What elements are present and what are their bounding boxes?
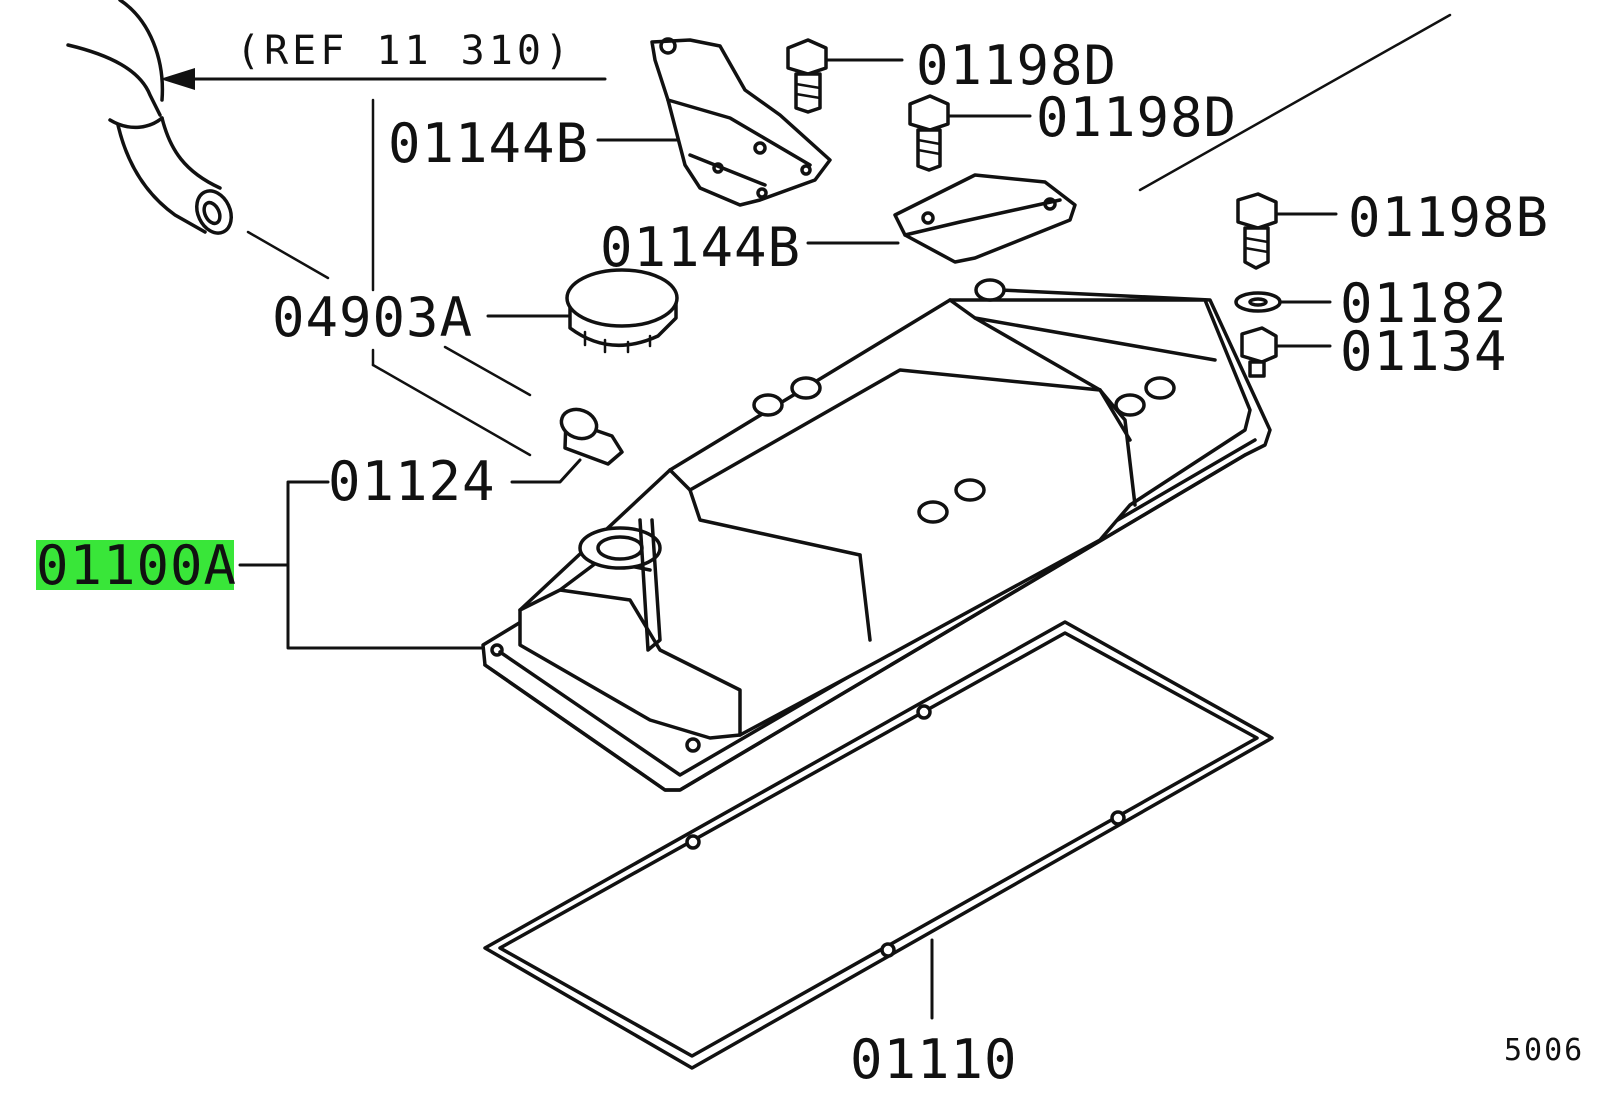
bolt-01198b-part — [1236, 192, 1278, 270]
oil-cap-part — [565, 268, 679, 354]
label-01110: 01110 — [850, 1028, 1018, 1091]
grommet-01134-part — [1240, 326, 1278, 378]
label-01198b: 01198B — [1348, 186, 1549, 249]
gasket-part — [483, 620, 1274, 1070]
label-01144b-top: 01144B — [388, 112, 589, 175]
reference-arrow — [160, 68, 607, 90]
label-01134: 01134 — [1340, 320, 1508, 383]
reference-label: (REF 11 310) — [236, 28, 573, 74]
label-highlight — [36, 540, 234, 590]
label-01100a[interactable]: 01100A — [36, 534, 237, 597]
label-04903a: 04903A — [272, 286, 473, 349]
bolt-01198d-lower-part — [908, 94, 950, 172]
label-01198d-top: 01198D — [916, 34, 1117, 97]
rocker-cover-part — [481, 278, 1272, 792]
label-01144b-mid: 01144B — [600, 216, 801, 279]
label-01198d-mid: 01198D — [1036, 86, 1237, 149]
bracket-upper-part — [650, 37, 832, 207]
hose-part — [66, 0, 233, 235]
washer-01182-part — [1234, 291, 1282, 313]
label-01124: 01124 — [328, 450, 496, 513]
plug-01124-part — [559, 407, 624, 466]
label-01182: 01182 — [1340, 272, 1508, 335]
assembly-bracket — [238, 480, 484, 650]
bolt-01198d-upper-part — [786, 38, 828, 114]
bracket-lower-part — [893, 173, 1077, 264]
corner-code: 5006 — [1504, 1033, 1584, 1068]
